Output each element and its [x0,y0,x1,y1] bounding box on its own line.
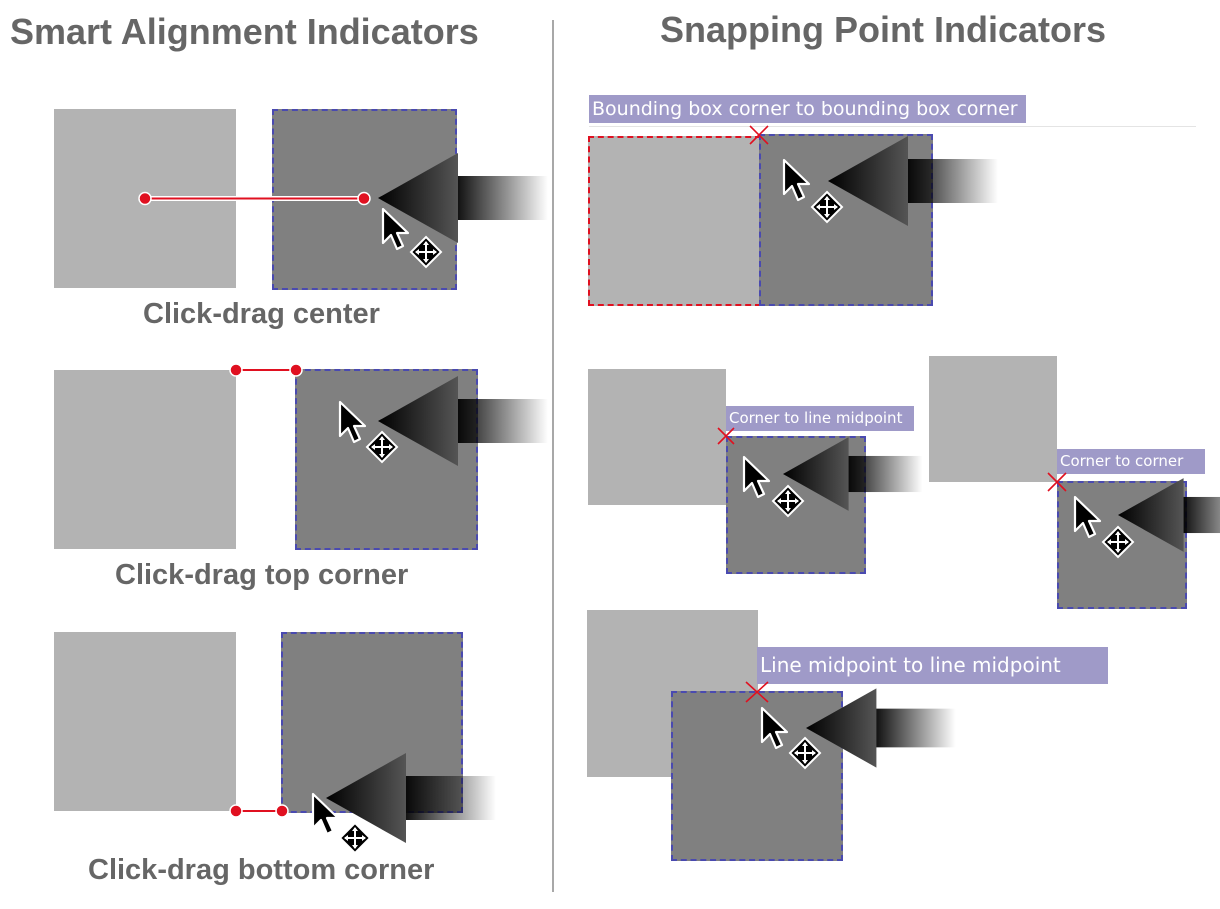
label-corner-corner: Corner to corner [1057,449,1205,474]
move-cursor-icon [366,431,398,463]
static-square-3 [54,632,236,811]
label-corner-midpoint: Corner to line midpoint [726,406,914,431]
mouse-pointer-icon [760,706,789,750]
mouse-pointer-icon [381,207,410,251]
drag-arrow-icon [783,437,923,511]
top-corner-alignment-line [229,363,303,377]
move-cursor-icon [1102,526,1134,558]
snap-marker-corner-icon [1047,472,1067,492]
center-alignment-line [138,191,371,206]
drag-arrow-icon [806,688,956,768]
snap-marker-bbox-icon [749,125,769,145]
label-bbox-corner: Bounding box corner to bounding box corn… [589,95,1026,123]
caption-bottom-corner: Click-drag bottom corner [88,854,435,886]
label-line-midpoint: Line midpoint to line midpoint [757,647,1108,684]
caption-center: Click-drag center [143,298,380,330]
mouse-pointer-icon [338,400,367,444]
section-divider [552,20,554,892]
snap-marker-midpoint-icon [717,427,735,445]
bottom-corner-alignment-line [229,804,289,818]
right-section-title: Snapping Point Indicators [660,9,1107,50]
static-square-corner [929,356,1057,482]
mouse-pointer-icon [742,455,771,499]
caption-top-corner: Click-drag top corner [115,559,409,591]
snap-marker-line-icon [745,681,769,703]
static-square-2 [54,370,236,549]
move-cursor-icon [339,822,371,854]
mouse-pointer-icon [1073,495,1102,539]
static-square-bbox [588,136,760,306]
drag-arrow-icon [378,376,548,466]
static-square-midpoint [588,369,726,505]
drag-arrow-icon [828,136,998,226]
move-cursor-icon [811,191,843,223]
drag-arrow-icon [1118,478,1220,552]
left-section-title: Smart Alignment Indicators [10,11,479,52]
mouse-pointer-icon [782,158,811,202]
move-cursor-icon [772,485,804,517]
dragged-square-line[interactable] [671,691,843,861]
move-cursor-icon [789,737,821,769]
move-cursor-icon [410,236,442,268]
